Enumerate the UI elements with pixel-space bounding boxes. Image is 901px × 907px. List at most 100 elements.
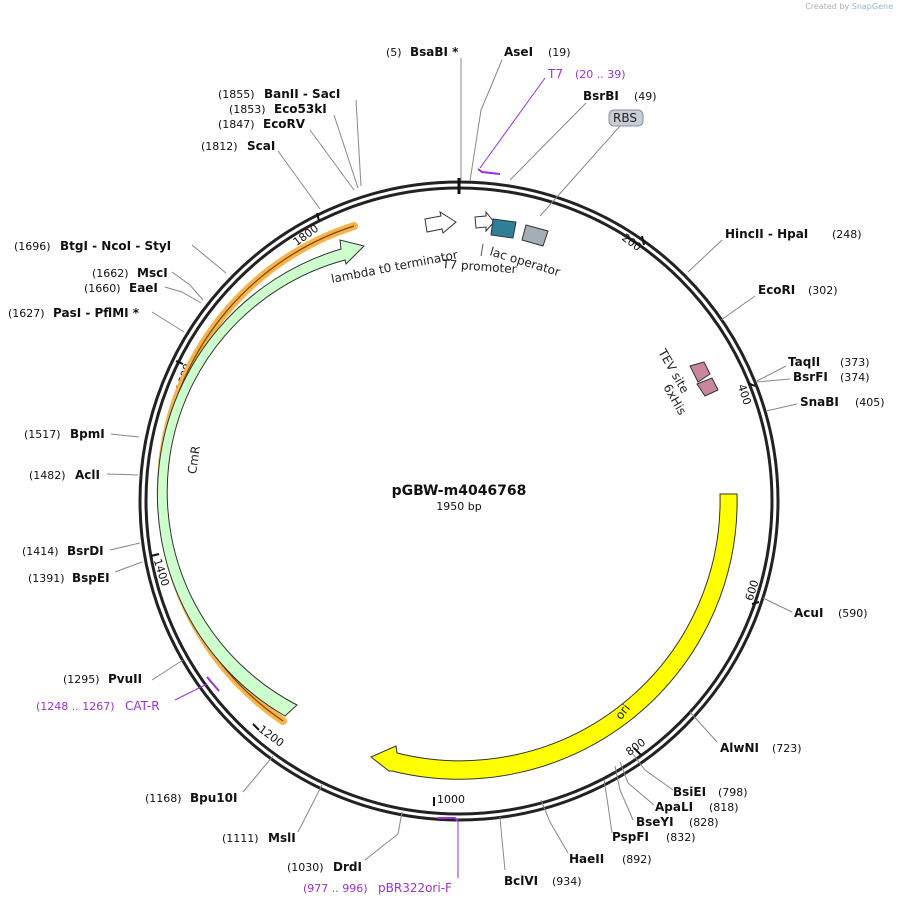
- site-pos-eco53ki: (1853): [229, 103, 266, 116]
- tick-mark-200: [641, 235, 645, 246]
- site-name-snabi: SnaBI: [800, 395, 839, 409]
- site-name-eco53ki: Eco53kI: [274, 102, 327, 116]
- site-name-drdi: DrdI: [333, 860, 362, 874]
- leader-banii: [355, 99, 362, 187]
- site-name-bspei: BspEI: [72, 571, 110, 585]
- leader-bsrbi: [509, 102, 587, 181]
- credit-brand: SnapGene: [851, 2, 893, 11]
- site-name-bsrbi: BsrBI: [583, 89, 619, 103]
- t7-primer-pos: (20 .. 39): [575, 68, 626, 81]
- leader-bsiei: [632, 753, 674, 791]
- rbs-tag: [608, 109, 644, 127]
- site-name-bpu10i: Bpu10I: [190, 791, 237, 805]
- site-name-alwni: AlwNI: [720, 741, 759, 755]
- leader-hincii: [687, 239, 723, 273]
- site-name-bsrdi: BsrDI: [67, 544, 104, 558]
- his6-arrow: [696, 377, 719, 397]
- leader-acli: [106, 473, 139, 476]
- cmr-label: CmR: [185, 445, 203, 475]
- site-pos-ecori: (302): [808, 284, 838, 297]
- tick-label-600: 600: [743, 578, 762, 602]
- features-layer: ori CmR lambda t0 terminator T7 promoter…: [156, 109, 738, 780]
- cat-r-primer-leader: [174, 683, 208, 701]
- site-pos-acui: (590): [838, 607, 868, 620]
- site-pos-msci: (1662): [92, 267, 129, 280]
- site-pos-pspfi: (832): [666, 831, 696, 844]
- leader-bpmi: [110, 433, 140, 438]
- tick-mark-1600: [175, 360, 184, 365]
- leader-asei: [469, 59, 503, 182]
- plasmid-size: 1950 bp: [436, 500, 481, 513]
- tick-mark-800: [633, 747, 642, 756]
- site-name-banii-saci: BanII - SacI: [264, 87, 340, 101]
- leader-pspfi: [603, 779, 613, 834]
- tick-mark-1400: [150, 553, 160, 557]
- leader-bsrfi: [756, 378, 791, 383]
- cat-r-primer-bar: [206, 676, 220, 692]
- rbs-box: [490, 218, 517, 239]
- leader-apali: [619, 761, 655, 806]
- cat-r-primer-name: CAT-R: [125, 699, 160, 713]
- leader-btgi: [191, 244, 227, 274]
- site-name-bsiei: BsiEI: [673, 785, 706, 799]
- leader-taqii: [756, 365, 787, 382]
- site-pos-asei: (19): [548, 46, 571, 59]
- site-pos-bpu10i: (1168): [145, 792, 182, 805]
- t7-promoter-arrow: [474, 210, 495, 233]
- tick-label-1000: 1000: [437, 793, 465, 806]
- site-pos-pvuii: (1295): [63, 673, 100, 686]
- site-name-haeii: HaeII: [569, 852, 604, 866]
- leader-bspei: [114, 561, 143, 573]
- leader-bsrdi: [109, 542, 141, 551]
- site-name-msli: MslI: [268, 831, 296, 845]
- pbr322ori-f-primer-name: pBR322ori-F: [378, 881, 452, 895]
- site-pos-ecorv: (1847): [218, 118, 255, 131]
- site-name-ecori: EcoRI: [758, 283, 795, 297]
- snapgene-credit: Created by SnapGene: [805, 2, 893, 11]
- leader-bclvi: [499, 816, 506, 871]
- cmr-feature: [156, 239, 365, 717]
- tev-site-arrow: [689, 361, 711, 383]
- site-name-acui: AcuI: [794, 606, 823, 620]
- site-name-msci: MscI: [137, 266, 168, 280]
- lac-operator-box: [521, 224, 549, 247]
- leader-ecorv: [309, 129, 355, 191]
- site-pos-msli: (1111): [222, 832, 259, 845]
- site-pos-bseyi: (828): [689, 816, 719, 829]
- site-name-bclvi: BclVI: [504, 874, 538, 888]
- tick-label-400: 400: [735, 383, 754, 407]
- site-pos-btgi-ncoi-styi: (1696): [14, 240, 51, 253]
- primers-layer: T7 (20 .. 39) (1248 .. 1267) CAT-R (977 …: [36, 67, 626, 895]
- site-pos-scai: (1812): [201, 140, 238, 153]
- site-name-pasi-pflmi: PasI - PflMI *: [53, 306, 140, 320]
- enzyme-labels: (5) BsaBI * AseI (19) BsrBI (49) HincII …: [8, 45, 885, 888]
- site-pos-snabi: (405): [855, 396, 885, 409]
- site-pos-banii-saci: (1855): [218, 88, 255, 101]
- site-pos-bclvi: (934): [552, 875, 582, 888]
- leader-eaei: [164, 286, 202, 304]
- site-name-asei: AseI: [504, 45, 533, 59]
- site-pos-bsiei: (798): [718, 786, 748, 799]
- credit-prefix: Created by: [805, 2, 850, 11]
- site-name-taqii: TaqII: [788, 355, 820, 369]
- site-pos-pasi-pflmi: (1627): [8, 307, 45, 320]
- site-name-ecorv: EcoRV: [263, 117, 306, 131]
- site-name-bpmi: BpmI: [70, 427, 105, 441]
- site-name-bsabi: BsaBI *: [410, 45, 459, 59]
- tick-mark-1200: [252, 723, 260, 731]
- site-pos-bpmi: (1517): [24, 428, 61, 441]
- t7-promoter-label: T7 promoter: [441, 257, 517, 276]
- site-pos-apali: (818): [709, 801, 739, 814]
- site-name-acli: AclI: [75, 468, 100, 482]
- t7-promoter-leader: [480, 243, 484, 257]
- site-pos-bsrdi: (1414): [22, 545, 59, 558]
- leader-pasi: [151, 311, 185, 333]
- rbs-label: RBS: [613, 111, 637, 125]
- leader-alwni: [689, 711, 718, 743]
- leader-eco53ki: [333, 114, 359, 189]
- leader-drdi: [364, 811, 403, 861]
- site-name-bsrfi: BsrFI: [793, 370, 828, 384]
- leader-bseyi: [614, 765, 634, 821]
- rbs-leader: [539, 125, 621, 217]
- plasmid-name: pGBW-m4046768: [392, 483, 527, 499]
